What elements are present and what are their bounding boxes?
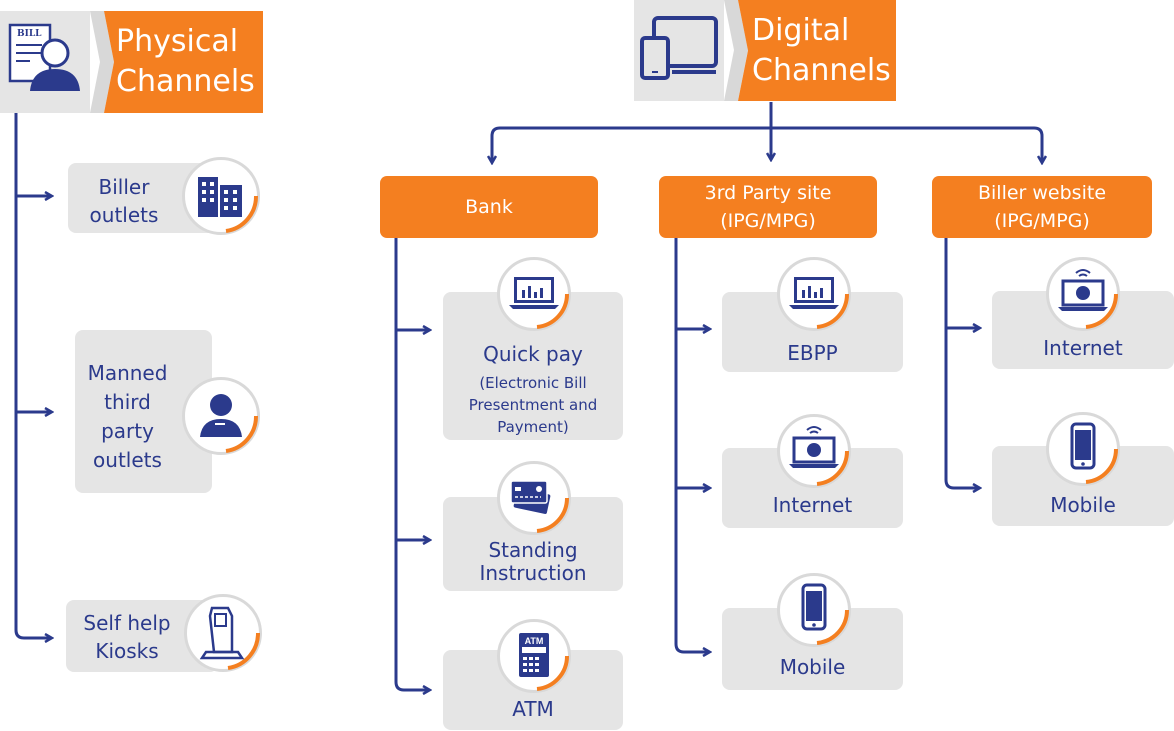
mobile-phone-icon [801,583,850,645]
kiosk-icon [199,606,261,670]
physical-header-chevron [90,11,114,113]
third-party-category-line2: (IPG/MPG) [720,210,816,232]
digital-title-line2: Channels [752,53,891,88]
atm-icon-circle: ATM [497,619,571,693]
credit-cards-icon [510,480,570,533]
bill-person-icon [8,23,80,91]
kiosks-line1: Self help [83,611,171,635]
cards-icon-circle [497,461,571,535]
building-icon [198,177,259,233]
digital-title-line1: Digital [752,13,850,48]
laptop-chart-icon [509,277,570,329]
mobile-icon-circle [777,573,851,647]
laptop-chart-icon-circle [497,257,571,331]
biller-website-category-line2: (IPG/MPG) [994,210,1090,232]
biller-outlets-line1: Biller [98,175,150,199]
biller-internet-label: Internet [1043,336,1123,360]
biller-website-category-line1: Biller website [977,182,1107,204]
bank-category: Bank [380,176,598,238]
mobile-phone-icon [1070,422,1119,484]
physical-channels-header: Physical Channels [104,11,263,113]
kiosks-line2: Kiosks [95,639,159,663]
bank-category-label: Bank [465,196,513,218]
biller-mobile-icon-circle [1046,412,1120,486]
quick-pay-sub3: Payment) [497,418,569,436]
atm-label: ATM [512,697,554,721]
standing-instruction-line1: Standing [488,538,578,562]
ebpp-icon-circle [777,257,851,331]
person-icon-circle [182,377,260,455]
physical-title-line1: Physical [116,24,239,59]
manned-outlets-line1: Manned [87,361,168,385]
manned-outlets-line2: third [104,390,151,414]
digital-header-icon-panel [634,0,724,101]
laptop-wifi-globe-icon [1058,269,1119,329]
laptop-wifi-globe-icon [789,426,850,486]
laptop-chart-icon [789,277,850,329]
manned-outlets-line4: outlets [93,448,162,472]
devices-icon [640,16,718,80]
atm-machine-icon [519,633,570,691]
internet-icon-circle [777,414,851,488]
physical-header-icon-panel: BILL [0,11,90,113]
building-icon-circle [182,157,260,235]
biller-website-category: Biller website (IPG/MPG) [932,176,1152,238]
third-party-internet-label: Internet [772,493,853,517]
third-party-category-line1: 3rd Party site [704,182,832,204]
quick-pay-sub2: Presentment and [468,396,598,414]
bill-icon-text: BILL [17,29,42,39]
third-party-category: 3rd Party site (IPG/MPG) [659,176,877,238]
kiosk-icon-circle [184,594,262,672]
digital-channels-header: Digital Channels [738,0,896,101]
digital-header-chevron [724,0,748,101]
quick-pay-sub1: (Electronic Bill [479,374,587,392]
physical-title-line2: Channels [116,64,255,99]
third-party-mobile-label: Mobile [779,655,846,679]
standing-instruction-line2: Instruction [479,561,587,585]
person-icon [200,394,259,453]
biller-outlets-line2: outlets [89,203,159,227]
quick-pay-label: Quick pay [483,342,583,366]
manned-outlets-line3: party [101,419,154,443]
ebpp-label: EBPP [787,341,838,365]
biller-internet-icon-circle [1046,257,1120,331]
biller-mobile-label: Mobile [1050,493,1116,517]
atm-icon-text: ATM [524,636,544,646]
